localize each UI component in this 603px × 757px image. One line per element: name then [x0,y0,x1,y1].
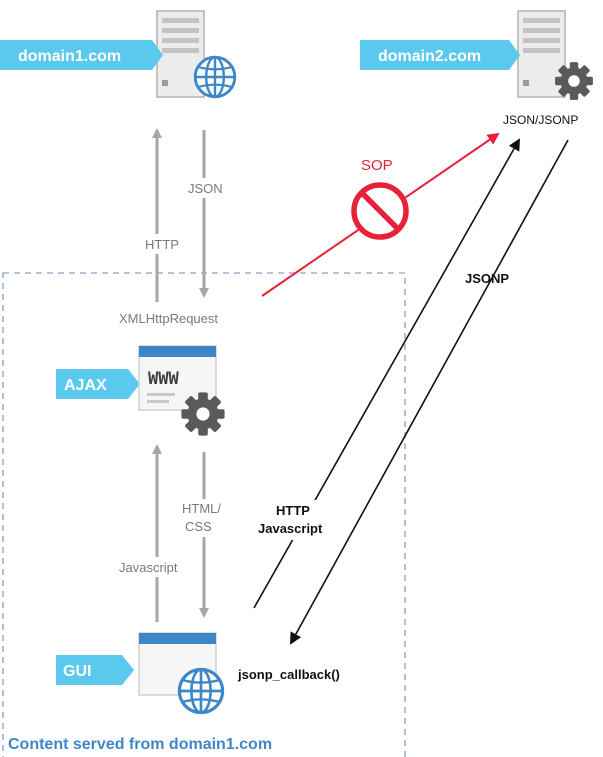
server1 [156,10,237,99]
jsonp-arrow [290,139,569,645]
gear-icon [555,62,593,100]
ajax-tag: AJAX [56,369,140,399]
server2 [517,10,593,100]
sop-label: SOP [361,157,393,174]
ajax-browser: WWW [138,345,225,436]
globe-icon [177,667,225,715]
ajax-label: AJAX [64,377,107,394]
browser-window-icon [138,632,217,696]
http-js-label-line2: Javascript [258,521,323,536]
http-js-label-line1: HTTP [276,503,310,518]
domain1-label: domain1.com [18,48,121,65]
jsonp-callback-label: jsonp_callback() [237,667,340,682]
jsonp-label: JSONP [465,271,509,286]
domain2-tag: domain2.com [360,40,520,70]
gear-icon [181,392,225,436]
domain1-tag: domain1.com [0,40,163,70]
html-label: HTML/ [182,501,221,516]
gui-browser [138,632,225,715]
css-label: CSS [185,519,212,534]
www-text: WWW [148,369,179,389]
xmlhttprequest-label: XMLHttpRequest [119,311,218,326]
javascript-label: Javascript [119,560,178,575]
container-label: Content served from domain1.com [8,736,272,753]
globe-icon [193,55,237,99]
server2-caption: JSON/JSONP [503,113,578,127]
http-label: HTTP [145,237,179,252]
no-entry-icon [351,182,409,240]
gui-label: GUI [63,663,91,680]
gui-tag: GUI [56,655,134,685]
domain2-label: domain2.com [378,48,481,65]
json-label: JSON [188,181,223,196]
